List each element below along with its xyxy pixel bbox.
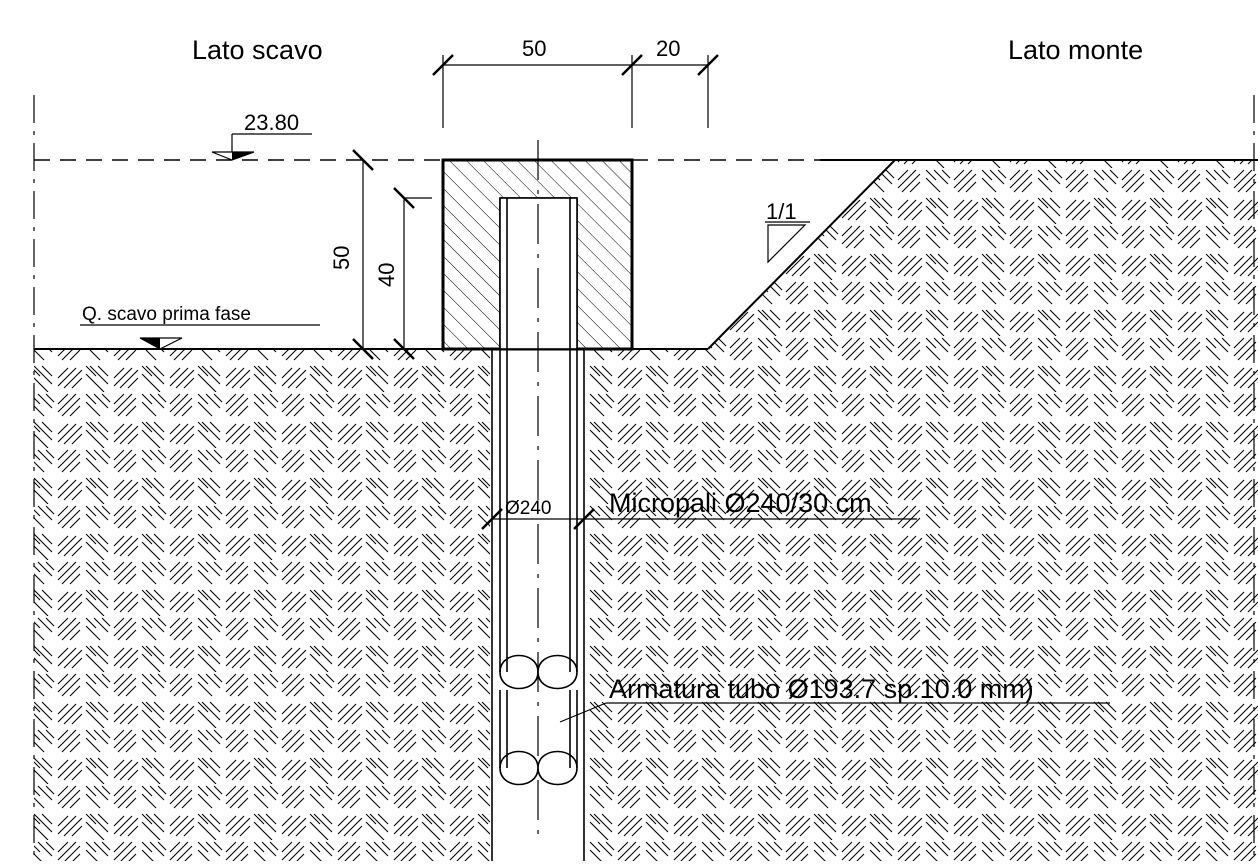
micropile-label: Micropali Ø240/30 cm (609, 488, 872, 518)
reinforcement-leader (559, 702, 1110, 723)
excavation-level-label: Q. scavo prima fase (82, 304, 251, 325)
top-level-marker (211, 133, 312, 161)
reinforcement-label: Armatura tubo Ø193.7 sp.10.0 mm) (609, 674, 1034, 704)
slope-line (707, 159, 896, 350)
cap-width-dimension (432, 54, 719, 128)
lato-scavo-label: Lato scavo (192, 35, 323, 65)
cap-height-dimension (352, 149, 374, 360)
pile-diameter-dimension (481, 508, 917, 530)
soil-mass (34, 160, 1258, 861)
cap-offset-label: 20 (656, 36, 680, 61)
tube-break-upper (499, 654, 578, 690)
slope-label: 1/1 (766, 199, 797, 224)
lato-monte-label: Lato monte (1008, 35, 1143, 65)
tube-embed-dimension (393, 187, 432, 360)
pile-diameter-label: Ø240 (505, 498, 551, 519)
excavation-level-marker (80, 324, 320, 350)
tube-break-lower (499, 750, 578, 786)
top-level-label: 23.80 (244, 110, 299, 135)
slope-indicator (765, 221, 810, 264)
cap-width-label: 50 (522, 36, 546, 61)
tube-embed-label: 40 (374, 263, 399, 287)
cap-height-label: 50 (329, 246, 354, 270)
